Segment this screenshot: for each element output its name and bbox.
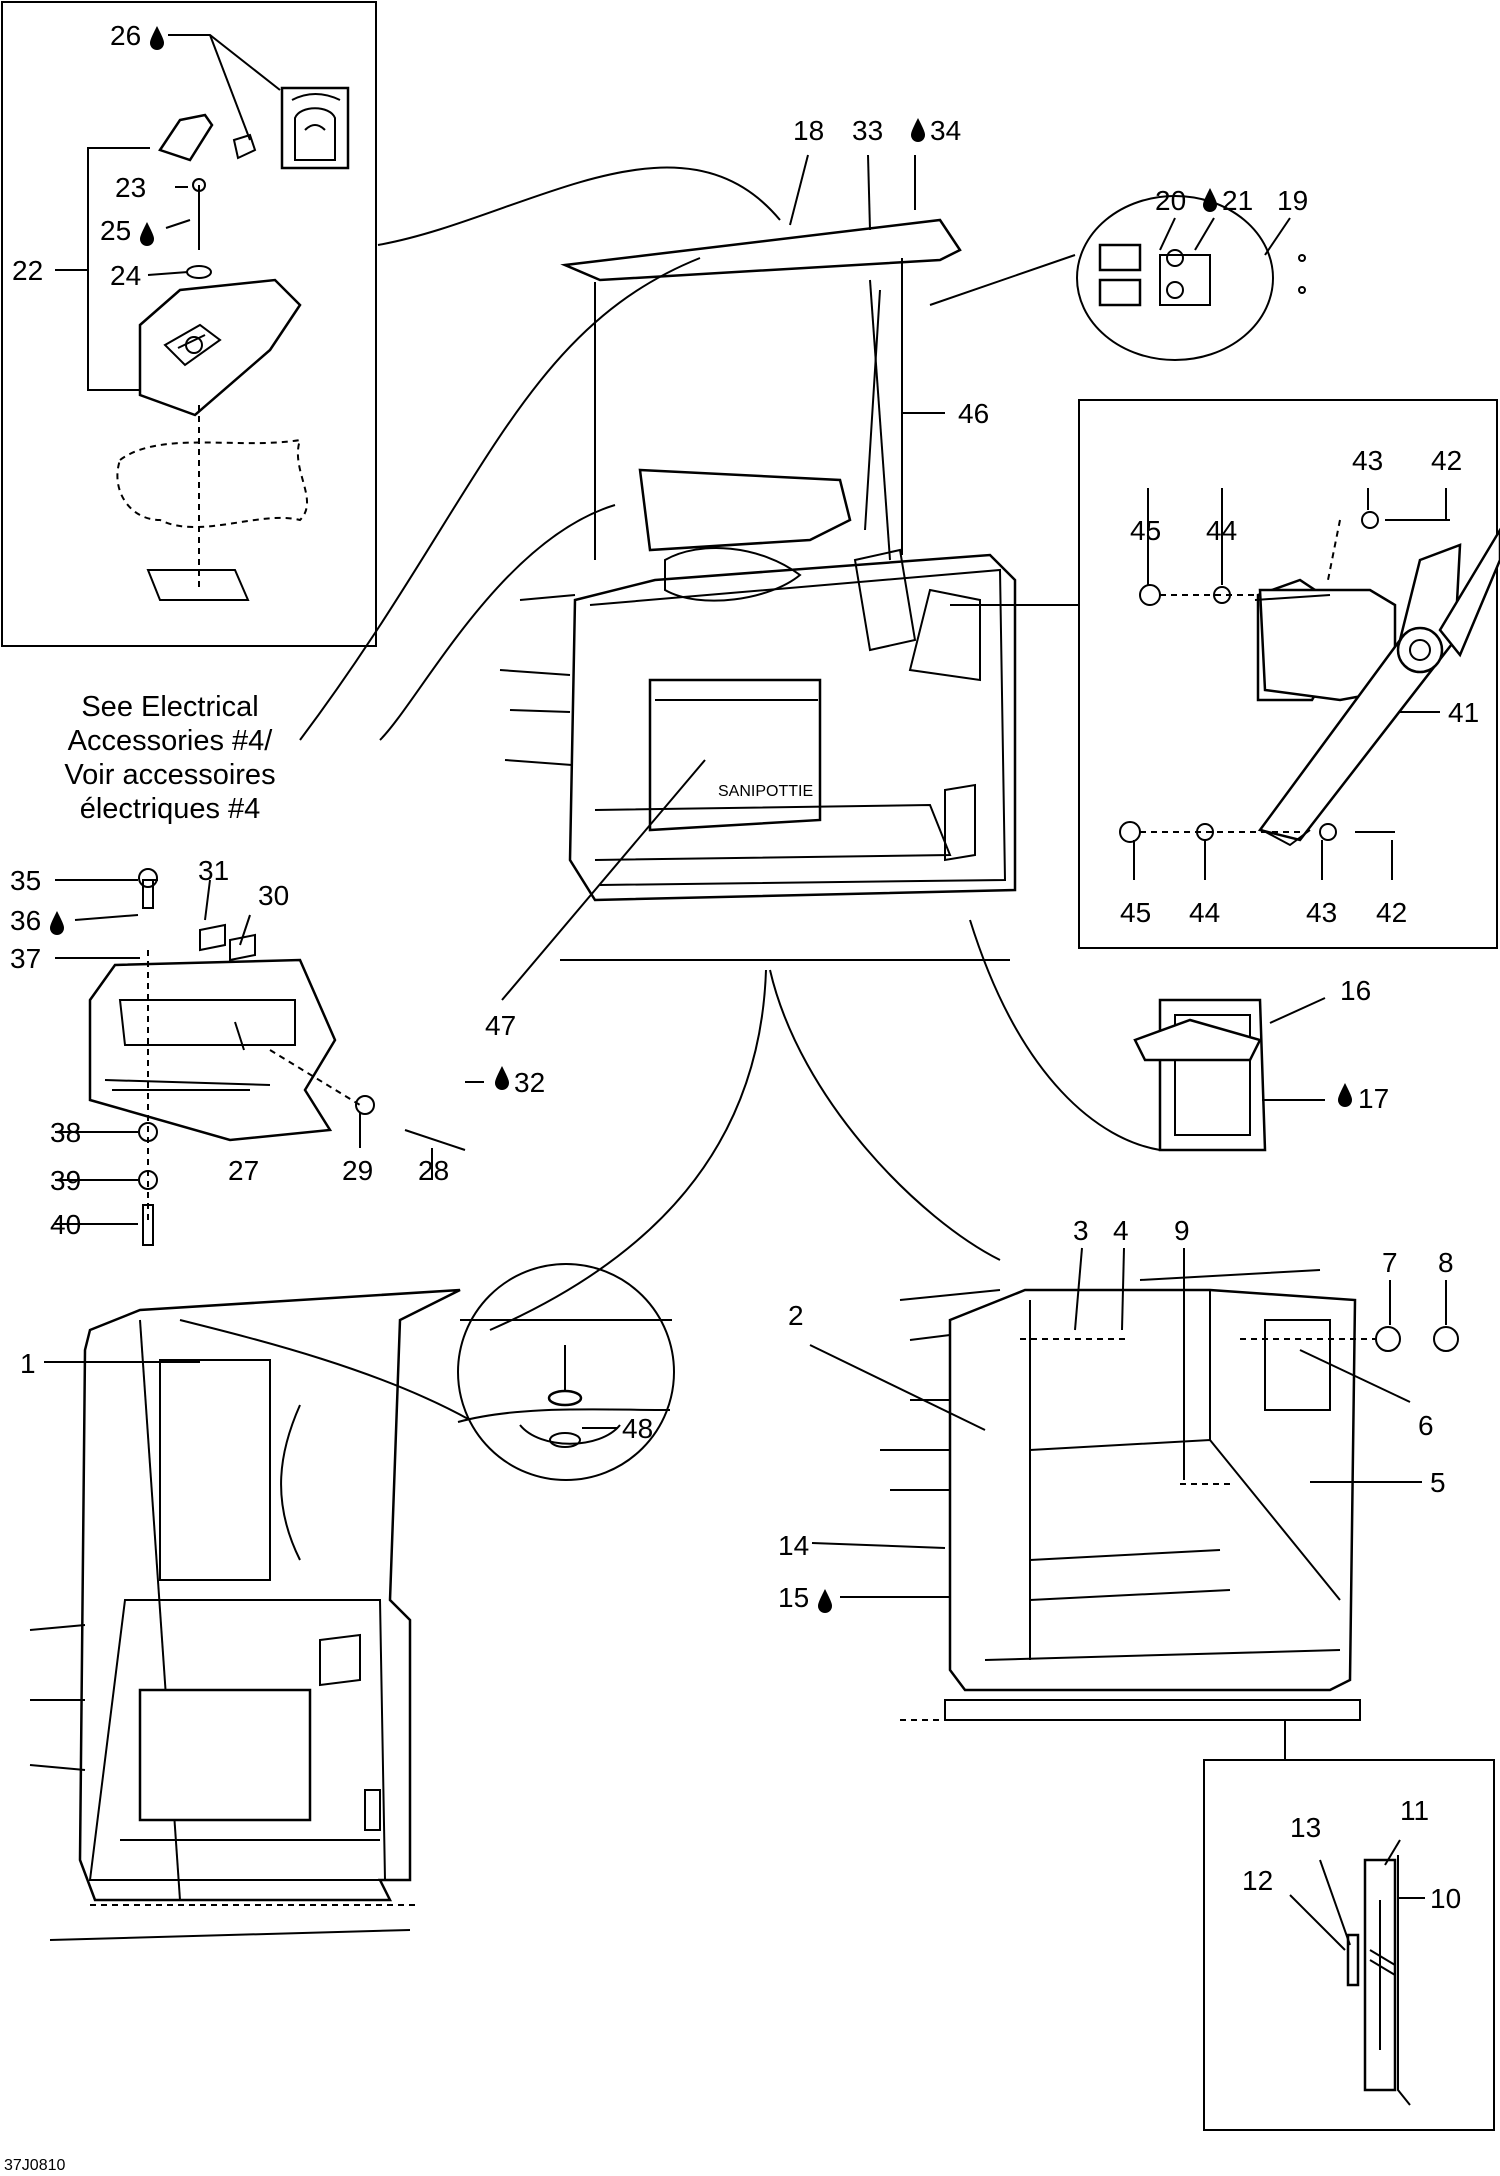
callout-21: 21 [1203, 185, 1253, 216]
detail-circle-hinge [1076, 195, 1274, 361]
note-line-1: See Electrical [81, 691, 258, 723]
callout-39: 39 [50, 1165, 81, 1196]
callout-44-bottom: 44 [1189, 897, 1220, 928]
callout-45-top: 45 [1130, 515, 1161, 546]
callout-42-top: 42 [1431, 445, 1462, 476]
callout-32-text: 32 [514, 1067, 545, 1098]
callout-36-text: 36 [10, 905, 41, 936]
callout-34: 34 [911, 115, 961, 146]
callout-13: 13 [1290, 1812, 1321, 1843]
screw-detail [457, 1319, 672, 1448]
strut-bracket-assembly [1119, 511, 1500, 847]
callout-20: 20 [1155, 185, 1186, 216]
detail-frame-strut-bracket [1078, 399, 1498, 949]
callout-25-text: 25 [100, 215, 131, 246]
lower-cabin-assembly [29, 1288, 461, 1941]
callout-15: 15 [778, 1582, 832, 1613]
callout-37: 37 [10, 943, 41, 974]
glue-drop-icon [1338, 1083, 1352, 1107]
callout-1: 1 [20, 1348, 36, 1379]
callout-2: 2 [788, 1300, 804, 1331]
callout-43-bottom: 43 [1306, 897, 1337, 928]
callout-46: 46 [958, 398, 989, 429]
callout-24: 24 [110, 260, 141, 291]
callout-14: 14 [778, 1530, 809, 1561]
callout-34-text: 34 [930, 115, 961, 146]
callout-29: 29 [342, 1155, 373, 1186]
note-line-4: électriques #4 [80, 793, 261, 825]
brand-label: SANIPOTTIE [718, 783, 813, 800]
callout-16: 16 [1340, 975, 1371, 1006]
note-line-2: Accessories #4/ [68, 725, 274, 757]
callout-7: 7 [1382, 1247, 1398, 1278]
callout-41: 41 [1448, 697, 1479, 728]
callout-21-text: 21 [1222, 185, 1253, 216]
upper-cabin-assembly [499, 218, 1017, 961]
callout-4: 4 [1113, 1215, 1129, 1246]
callout-35: 35 [10, 865, 41, 896]
callout-28: 28 [418, 1155, 449, 1186]
callout-26: 26 [110, 20, 164, 51]
callout-33: 33 [852, 115, 883, 146]
hinge-detail [1098, 243, 1306, 307]
callout-23: 23 [115, 172, 146, 203]
panel-section-detail [1346, 1855, 1411, 2106]
figure-code: 37J0810 [4, 2157, 65, 2174]
note-line-3: Voir accessoires [64, 759, 275, 791]
callout-11: 11 [1400, 1795, 1429, 1826]
detail-circle-screw [457, 1263, 675, 1481]
callout-47: 47 [485, 1010, 516, 1041]
callout-40: 40 [50, 1209, 81, 1240]
leader-lines [44, 34, 1447, 1951]
callout-30: 30 [258, 880, 289, 911]
callout-45-bottom: 45 [1120, 897, 1151, 928]
callout-17-text: 17 [1358, 1083, 1389, 1114]
hatch-frame-assembly [88, 868, 466, 1246]
callout-labels: 1 2 3 4 5 6 7 8 9 10 11 12 13 14 15 16 1… [10, 20, 1479, 1914]
callout-43-top: 43 [1352, 445, 1383, 476]
callout-17: 17 [1338, 1083, 1389, 1114]
callout-27: 27 [228, 1155, 259, 1186]
callout-5: 5 [1430, 1467, 1446, 1498]
glue-drop-icon [911, 118, 925, 142]
glue-drop-icon [50, 911, 64, 935]
detail-frame-latch [1, 1, 377, 647]
callout-6: 6 [1418, 1410, 1434, 1441]
callout-44-top: 44 [1206, 515, 1237, 546]
glue-drop-icon [818, 1589, 832, 1613]
callout-42-bottom: 42 [1376, 897, 1407, 928]
callout-10: 10 [1430, 1883, 1461, 1914]
detail-frame-panel-section [1203, 1759, 1495, 2131]
glue-drop-icon [150, 26, 164, 50]
callout-19: 19 [1277, 185, 1308, 216]
callout-12: 12 [1242, 1865, 1273, 1896]
callout-8: 8 [1438, 1247, 1454, 1278]
callout-36: 36 [10, 905, 64, 936]
callout-32: 32 [495, 1066, 545, 1098]
callout-25: 25 [100, 215, 154, 246]
callout-15-text: 15 [778, 1582, 809, 1613]
callout-9: 9 [1174, 1215, 1190, 1246]
trim-bezel [1133, 998, 1267, 1152]
panel-box-assembly [880, 1269, 1459, 1760]
callout-18: 18 [793, 115, 824, 146]
callout-38: 38 [50, 1117, 81, 1148]
callout-48: 48 [622, 1413, 653, 1444]
callout-26-text: 26 [110, 20, 141, 51]
callout-3: 3 [1073, 1215, 1089, 1246]
glue-drop-icon [1203, 188, 1217, 212]
electrical-accessories-note: See Electrical Accessories #4/ Voir acce… [64, 691, 275, 825]
callout-22: 22 [12, 255, 43, 286]
latch-assembly [116, 86, 350, 601]
glue-drop-icon [495, 1066, 509, 1090]
glue-drop-icon [140, 222, 154, 246]
callout-31: 31 [198, 855, 229, 886]
